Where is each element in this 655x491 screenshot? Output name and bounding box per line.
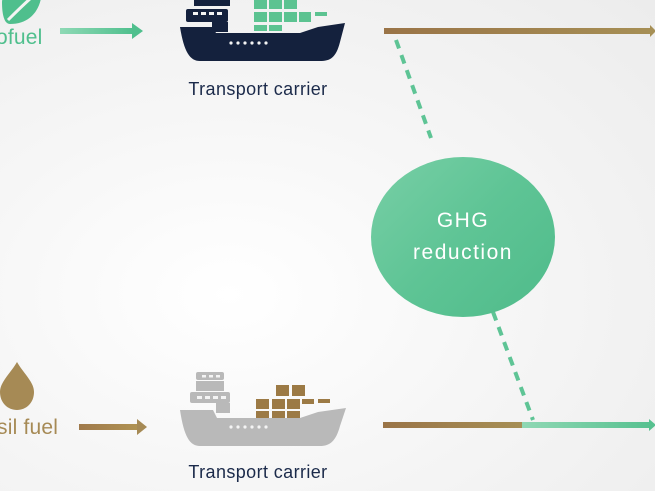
- ghg-subtitle: reduction: [413, 241, 513, 264]
- transport-carrier-label-bottom: Transport carrier: [188, 462, 328, 482]
- fossil-fuel-arrow: [79, 419, 147, 435]
- ship-icon-bottom: [180, 372, 346, 446]
- fossil-emission-line-top: [384, 25, 655, 37]
- fossil-fuel-label: sil fuel: [0, 416, 59, 439]
- leaf-icon: [2, 0, 41, 24]
- transport-carrier-label-top: Transport carrier: [188, 79, 328, 99]
- biofuel-label: ofuel: [0, 26, 43, 49]
- oil-drop-icon: [0, 362, 34, 410]
- ghg-reduction-circle: GHG reduction: [371, 157, 555, 317]
- dashed-connector-bottom: [491, 311, 535, 421]
- dashed-connector-top: [394, 39, 433, 139]
- emission-line-bottom: [383, 419, 655, 431]
- biofuel-arrow: [60, 23, 143, 39]
- ship-icon-top: [180, 0, 345, 61]
- ghg-title: GHG: [436, 209, 490, 232]
